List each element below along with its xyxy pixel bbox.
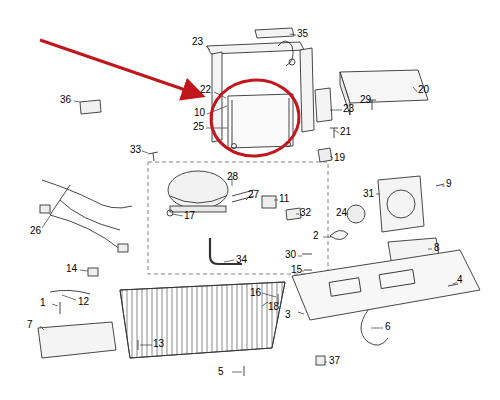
callout-number: 4 bbox=[457, 274, 463, 285]
callout-number: 15 bbox=[291, 264, 302, 275]
callout-number: 8 bbox=[434, 242, 440, 253]
callout-number: 24 bbox=[336, 207, 347, 218]
callout-number: 23 bbox=[343, 103, 354, 114]
callout-number: 19 bbox=[334, 152, 345, 163]
callout-number: 37 bbox=[329, 355, 340, 366]
callout-number: 16 bbox=[250, 287, 261, 298]
callout-number: 25 bbox=[193, 121, 204, 132]
callout-number: 18 bbox=[268, 301, 279, 312]
callout-number: 30 bbox=[285, 249, 296, 260]
callout-number: 14 bbox=[66, 263, 77, 274]
callout-number: 34 bbox=[236, 254, 247, 265]
callout-number: 29 bbox=[360, 94, 371, 105]
callout-number: 32 bbox=[300, 207, 311, 218]
callout-number: 7 bbox=[27, 319, 33, 330]
callout-number: 28 bbox=[227, 171, 238, 182]
callout-number: 6 bbox=[385, 321, 391, 332]
callout-number: 3 bbox=[285, 309, 291, 320]
callout-number: 5 bbox=[218, 366, 224, 377]
callout-number: 12 bbox=[78, 296, 89, 307]
callout-number: 2 bbox=[313, 230, 319, 241]
callout-number: 11 bbox=[279, 193, 289, 204]
callout-number: 9 bbox=[446, 178, 452, 189]
callout-number: 31 bbox=[363, 188, 374, 199]
callout-number: 17 bbox=[184, 210, 195, 221]
callout-number: 23 bbox=[192, 36, 203, 47]
callout-number: 13 bbox=[153, 338, 164, 349]
callout-number: 27 bbox=[248, 189, 259, 200]
callout-number: 22 bbox=[200, 84, 211, 95]
callout-number: 20 bbox=[418, 84, 429, 95]
callout-number: 35 bbox=[297, 28, 308, 39]
callout-number: 36 bbox=[60, 94, 71, 105]
callout-number: 21 bbox=[340, 126, 351, 137]
callout-number: 1 bbox=[40, 297, 46, 308]
callout-number: 10 bbox=[194, 107, 205, 118]
callout-number: 33 bbox=[130, 144, 141, 155]
callout-number: 26 bbox=[30, 225, 41, 236]
